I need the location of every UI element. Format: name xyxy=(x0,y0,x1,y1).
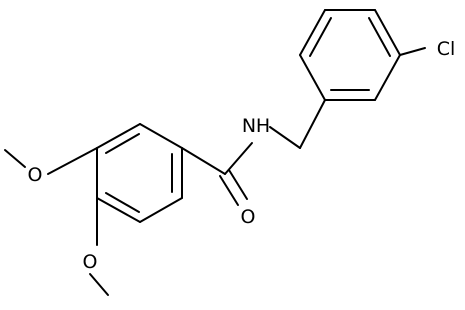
nitrogen-label: N xyxy=(242,115,256,137)
bond xyxy=(47,147,98,175)
aromatic-inner-bond xyxy=(368,17,391,57)
bond xyxy=(399,47,426,56)
bond xyxy=(96,197,141,223)
bond xyxy=(269,126,301,149)
benzamide-ring xyxy=(96,123,183,223)
bond xyxy=(181,147,226,175)
chlorophenyl-ring: Cl xyxy=(299,9,456,101)
hydrogen-label: H xyxy=(256,115,270,137)
aromatic-inner-bond xyxy=(105,133,140,154)
aromatic-inner-bond xyxy=(105,192,140,213)
bond xyxy=(139,123,183,149)
aromatic-inner-bond xyxy=(309,17,332,57)
bond xyxy=(139,197,183,223)
chlorine-label: Cl xyxy=(437,38,456,60)
bond xyxy=(299,54,326,101)
bond xyxy=(4,149,26,168)
bond xyxy=(299,99,326,149)
carbonyl-oxygen-label: O xyxy=(241,206,256,228)
methoxy-group-upper: O xyxy=(4,147,98,186)
bond xyxy=(96,123,141,149)
bond xyxy=(89,273,109,296)
bond xyxy=(374,9,401,56)
methoxy-group-lower: O xyxy=(83,197,109,296)
methoxy-oxygen-1-label: O xyxy=(28,164,43,186)
carbonyl-bond xyxy=(228,169,248,200)
methoxy-oxygen-2-label: O xyxy=(83,251,98,273)
bond xyxy=(374,54,401,101)
bond xyxy=(224,142,253,175)
bond xyxy=(299,9,326,56)
amide-group: O N H xyxy=(181,99,326,228)
carbonyl-bond xyxy=(219,175,239,206)
